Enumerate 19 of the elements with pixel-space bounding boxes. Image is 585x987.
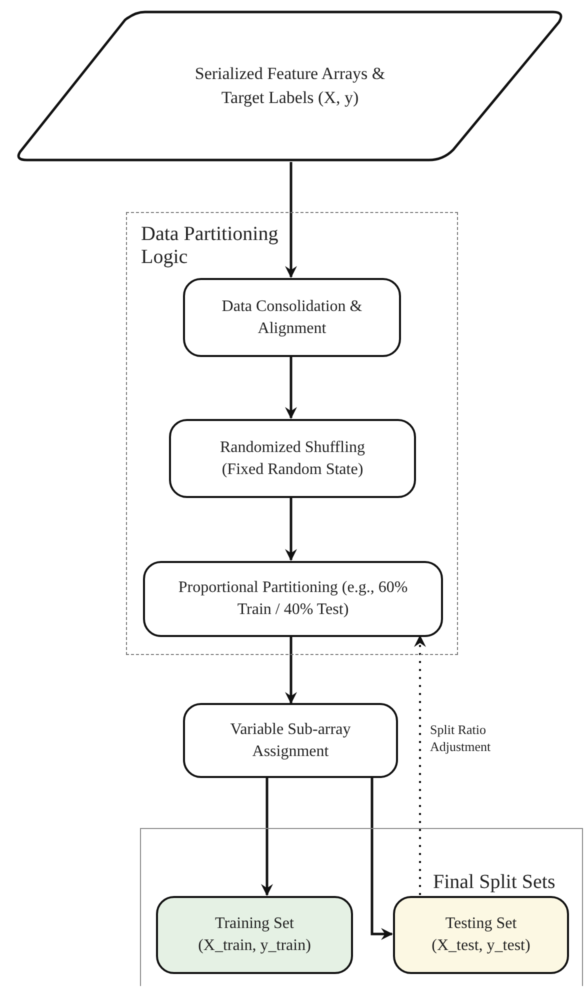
process-box: Variable Sub-array Assignment <box>183 703 398 778</box>
process-box: Proportional Partitioning (e.g., 60% Train / 40% Test) <box>143 561 443 637</box>
input-parallelogram <box>15 10 565 162</box>
arrow <box>370 778 393 940</box>
process-box: Randomized Shuffling (Fixed Random State) <box>169 419 416 498</box>
process-box: Data Consolidation & Alignment <box>183 278 401 357</box>
group-title: Data Partitioning Logic <box>141 223 280 269</box>
arrow <box>414 635 426 895</box>
arrow <box>285 162 297 278</box>
arrow <box>285 356 297 419</box>
group-title: Final Split Sets <box>433 871 556 894</box>
node-label: Serialized Feature Arrays & Target Labels (X, y) <box>194 63 386 109</box>
process-box: Training Set (X_train, y_train) <box>156 896 353 974</box>
arrow <box>285 497 297 561</box>
process-box: Testing Set (X_test, y_test) <box>393 896 569 974</box>
group-frame <box>140 828 583 986</box>
group-frame <box>126 212 458 655</box>
arrow <box>261 778 273 896</box>
arrow <box>285 636 297 704</box>
